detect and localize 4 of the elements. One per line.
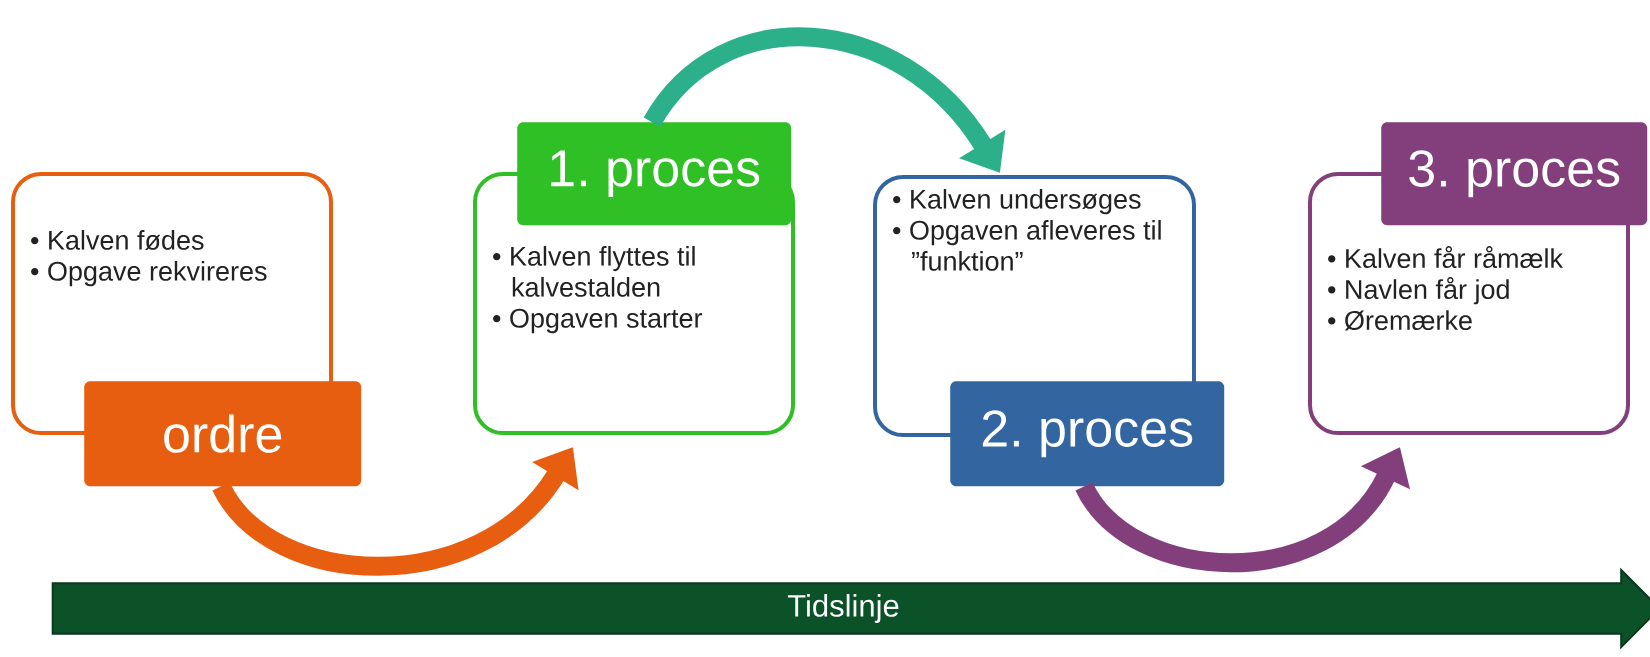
heading-box: 1. proces <box>517 122 792 226</box>
heading-box: 2. proces <box>950 381 1225 487</box>
heading-box: ordre <box>84 381 362 487</box>
heading-box: 3. proces <box>1381 122 1648 226</box>
